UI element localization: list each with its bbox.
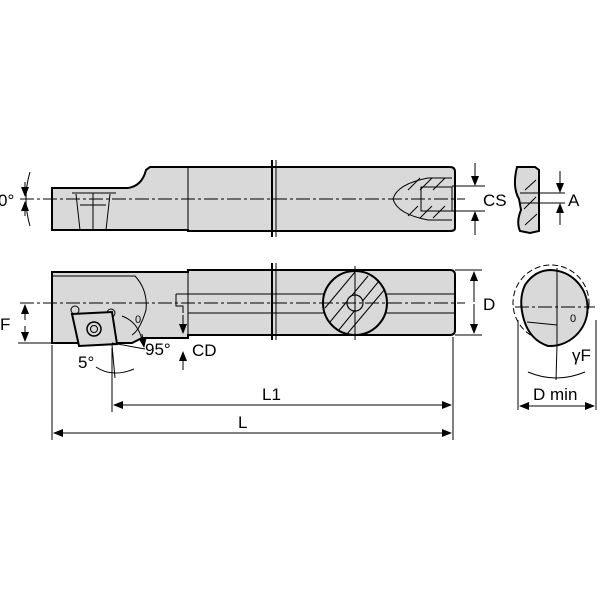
label-top-angle: 0° xyxy=(0,191,14,210)
insert-profile-view: A xyxy=(513,166,580,235)
label-lead-angle: 95° xyxy=(145,340,171,359)
label-gamma-f: γF xyxy=(572,346,591,365)
svg-text:0: 0 xyxy=(570,313,576,325)
label-clearance-angle: 5° xyxy=(78,353,94,372)
end-view: 0 γF D min xyxy=(512,264,597,410)
length-dimensions: L1 L xyxy=(51,337,454,440)
label-f: F xyxy=(0,315,10,334)
label-d-min: D min xyxy=(533,385,577,404)
svg-text:0: 0 xyxy=(135,314,141,326)
side-view: 0 95° CD 5° F D xyxy=(0,263,495,379)
label-l1: L1 xyxy=(262,385,281,404)
label-cd: CD xyxy=(192,341,217,360)
top-view: 0° CS xyxy=(0,160,507,237)
label-a: A xyxy=(568,191,580,210)
label-cs: CS xyxy=(483,191,507,210)
label-l: L xyxy=(238,413,247,432)
insert: 0 xyxy=(70,305,141,348)
label-d: D xyxy=(483,295,495,314)
